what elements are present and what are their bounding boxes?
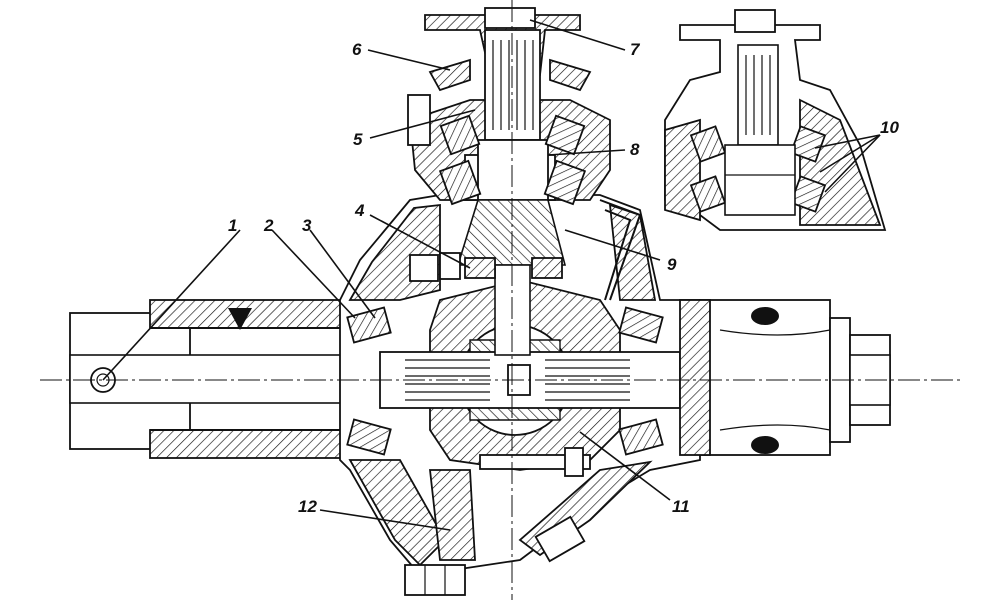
left-axle-tube [69,299,381,459]
callout-3: 3 [302,216,312,235]
callout-11: 11 [672,497,690,516]
case-bolt [479,454,591,470]
left-side-bearing [346,306,392,456]
pinion-bearings [438,114,587,206]
callout-7: 7 [630,40,641,59]
callout-2: 2 [263,216,274,235]
flange-nut [484,7,536,29]
housing-bolt [409,254,439,282]
right-side-bearing [618,306,664,456]
callout-12: 12 [298,497,317,516]
callout-9: 9 [667,255,677,274]
callout-labels: 1 2 3 4 5 6 7 8 9 10 11 12 [228,40,899,516]
right-axle-tube [679,299,891,456]
leader-lines [102,19,881,531]
callout-1: 1 [228,216,237,235]
callout-4: 4 [354,201,365,220]
weld-mark [228,308,252,330]
filler-plug [534,515,586,563]
callout-6: 6 [352,40,362,59]
inset-detail-view [664,9,887,231]
pinion-shaft [456,29,567,356]
callout-8: 8 [630,140,640,159]
callout-10: 10 [880,118,899,137]
weld-mark [751,307,779,325]
oil-deflector [428,58,592,92]
oil-channel-tube [599,199,642,301]
weld-mark [751,436,779,454]
housing-bolt [407,94,431,146]
drain-plug [404,564,466,596]
pilot-bearing [409,252,563,282]
callout-5: 5 [353,130,363,149]
